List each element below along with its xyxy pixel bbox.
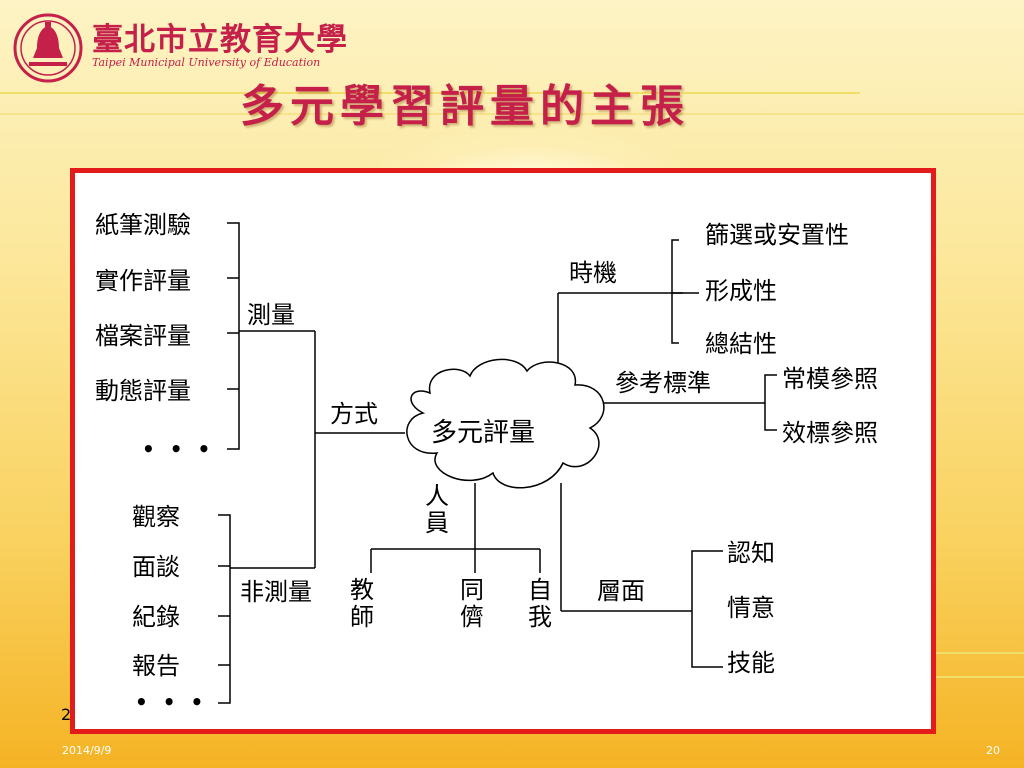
footer-date: 2014/9/9 [62,744,112,757]
school-name: 臺北市立教育大學 [92,22,348,58]
personnel-item-peer: 同儕 [460,576,484,631]
bell-seal-logo-icon [13,13,83,83]
footer-rule-bottom [880,676,1024,678]
measure-item-3: 檔案評量 [95,322,191,350]
non-measure-item-2: 面談 [132,553,180,581]
school-name-english: Taipei Municipal University of Education [92,56,321,69]
reference-label: 參考標準 [615,369,711,397]
measure-label: 測量 [247,301,295,329]
personnel-item-self: 自我 [528,576,552,631]
personnel-item-teacher: 教師 [350,576,374,631]
non-measure-label: 非測量 [240,578,312,606]
footer-page-number: 20 [986,744,1000,757]
cloud-shape [406,358,605,489]
timing-item-2: 形成性 [705,277,777,305]
non-measure-item-4: 報告 [132,652,180,680]
level-item-2: 情意 [727,594,775,622]
personnel-label: 人員 [425,482,449,537]
diagram-frame: 多元評量 方式 測量 紙筆測驗 實作評量 檔案評量 動態評量 • • • 非測量… [70,168,936,734]
timing-item-1: 篩選或安置性 [705,221,849,249]
header-rule-top [0,92,860,94]
reference-item-2: 效標參照 [782,419,878,447]
slide-title: 多元學習評量的主張 [240,81,690,132]
measure-item-1: 紙筆測驗 [95,211,191,239]
stray-character: 2 [61,705,72,724]
measure-item-4: 動態評量 [95,377,191,405]
level-label: 層面 [597,577,645,605]
measure-item-2: 實作評量 [95,267,191,295]
diagram-lines [218,222,777,704]
level-item-3: 技能 [727,649,775,677]
timing-item-3: 總結性 [705,330,777,358]
non-measure-item-more: • • • [135,690,208,714]
header-rule-bottom [0,113,1024,115]
measure-item-more: • • • [142,437,215,461]
ways-label: 方式 [330,400,378,428]
level-item-1: 認知 [727,539,775,567]
footer-rule-top [880,652,1024,654]
timing-label: 時機 [569,259,617,287]
center-node-label: 多元評量 [431,418,536,448]
non-measure-item-1: 觀察 [132,503,180,531]
reference-item-1: 常模參照 [782,365,878,393]
non-measure-item-3: 紀錄 [132,603,180,631]
